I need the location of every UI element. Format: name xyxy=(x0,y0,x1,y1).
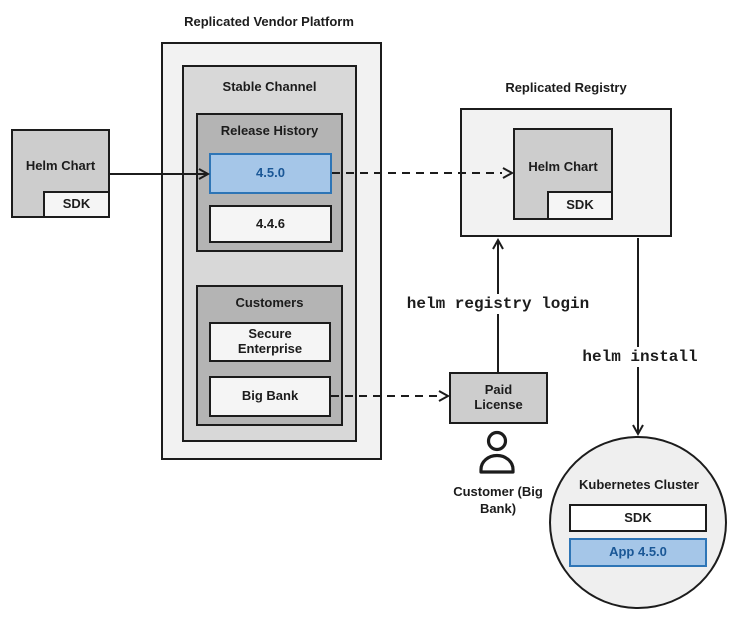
registry-sdk-label: SDK xyxy=(566,197,594,213)
customer-secure-enterprise: Secure Enterprise xyxy=(209,322,331,362)
source-helm-chart-label: Helm Chart xyxy=(25,158,96,174)
cluster-app-label: App 4.5.0 xyxy=(609,544,667,560)
paid-license-label: Paid License xyxy=(474,382,523,412)
release-version-450-label: 4.5.0 xyxy=(256,165,285,181)
release-version-446: 4.4.6 xyxy=(209,205,332,243)
customer-caption: Customer (Big Bank) xyxy=(453,484,543,516)
cluster-sdk-box: SDK xyxy=(569,504,707,532)
kubernetes-cluster-title: Kubernetes Cluster xyxy=(579,477,699,492)
release-version-446-label: 4.4.6 xyxy=(256,215,285,231)
customer-big-bank-label: Big Bank xyxy=(241,388,299,404)
command-helm-install: helm install xyxy=(580,347,700,367)
stable-channel-label: Stable Channel xyxy=(222,79,317,94)
command-registry-login: helm registry login xyxy=(404,294,592,314)
paid-license-box: Paid License xyxy=(449,372,548,424)
registry-title: Replicated Registry xyxy=(505,80,627,95)
cluster-sdk-label: SDK xyxy=(624,509,652,525)
release-history-label: Release History xyxy=(220,123,319,138)
person-icon xyxy=(479,430,515,474)
platform-title: Replicated Vendor Platform xyxy=(184,14,354,29)
customers-label: Customers xyxy=(235,295,304,310)
cluster-app-box: App 4.5.0 xyxy=(569,538,707,567)
source-sdk-box: SDK xyxy=(43,191,110,218)
release-version-450: 4.5.0 xyxy=(209,153,332,194)
registry-helm-chart-label: Helm Chart xyxy=(528,158,598,174)
customer-big-bank: Big Bank xyxy=(209,376,331,417)
arrow-registry-to-cluster xyxy=(632,238,644,437)
customer-secure-enterprise-label: Secure Enterprise xyxy=(237,326,303,356)
source-sdk-label: SDK xyxy=(62,196,91,212)
registry-sdk-box: SDK xyxy=(547,191,613,220)
